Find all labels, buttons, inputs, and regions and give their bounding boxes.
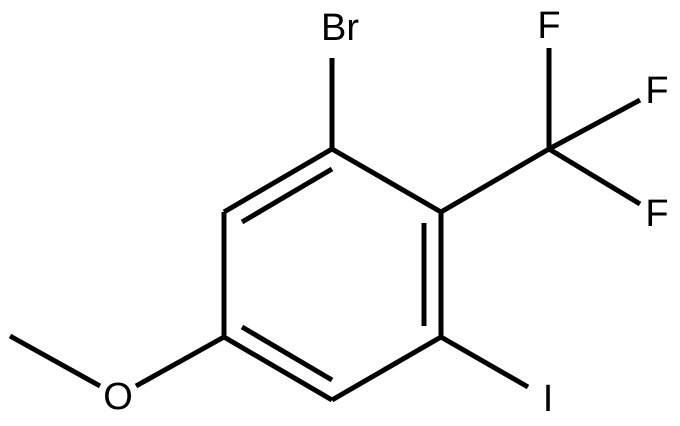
bond-c2-cf3 xyxy=(439,146,551,215)
atom-label-f-right: F xyxy=(645,70,668,112)
ring-bond-c4-c5 xyxy=(222,334,334,403)
bond-c3-i xyxy=(439,334,530,390)
ring-bond-c1-c2 xyxy=(330,146,443,215)
ring-bond-c6-c1 xyxy=(222,146,334,215)
substituent-bonds xyxy=(8,48,642,390)
bond-o-methyl xyxy=(8,333,102,389)
atom-label-i: I xyxy=(543,378,554,420)
atom-label-br: Br xyxy=(321,7,359,49)
ring-double-bond-c6-c1 xyxy=(240,166,334,225)
atom-label-f-bottom: F xyxy=(645,193,668,235)
bond-cf3-f-right xyxy=(547,97,642,152)
ring-double-bond-c4-c5 xyxy=(240,324,334,383)
atom-label-o: O xyxy=(103,376,133,418)
benzene-ring xyxy=(221,146,444,403)
ring-bond-c3-c4 xyxy=(330,334,443,403)
bond-c5-o xyxy=(134,334,226,389)
bond-cf3-f-bottom xyxy=(547,146,642,207)
atom-labels: Br F F F I O xyxy=(103,5,668,420)
atom-label-f-top: F xyxy=(537,5,560,47)
